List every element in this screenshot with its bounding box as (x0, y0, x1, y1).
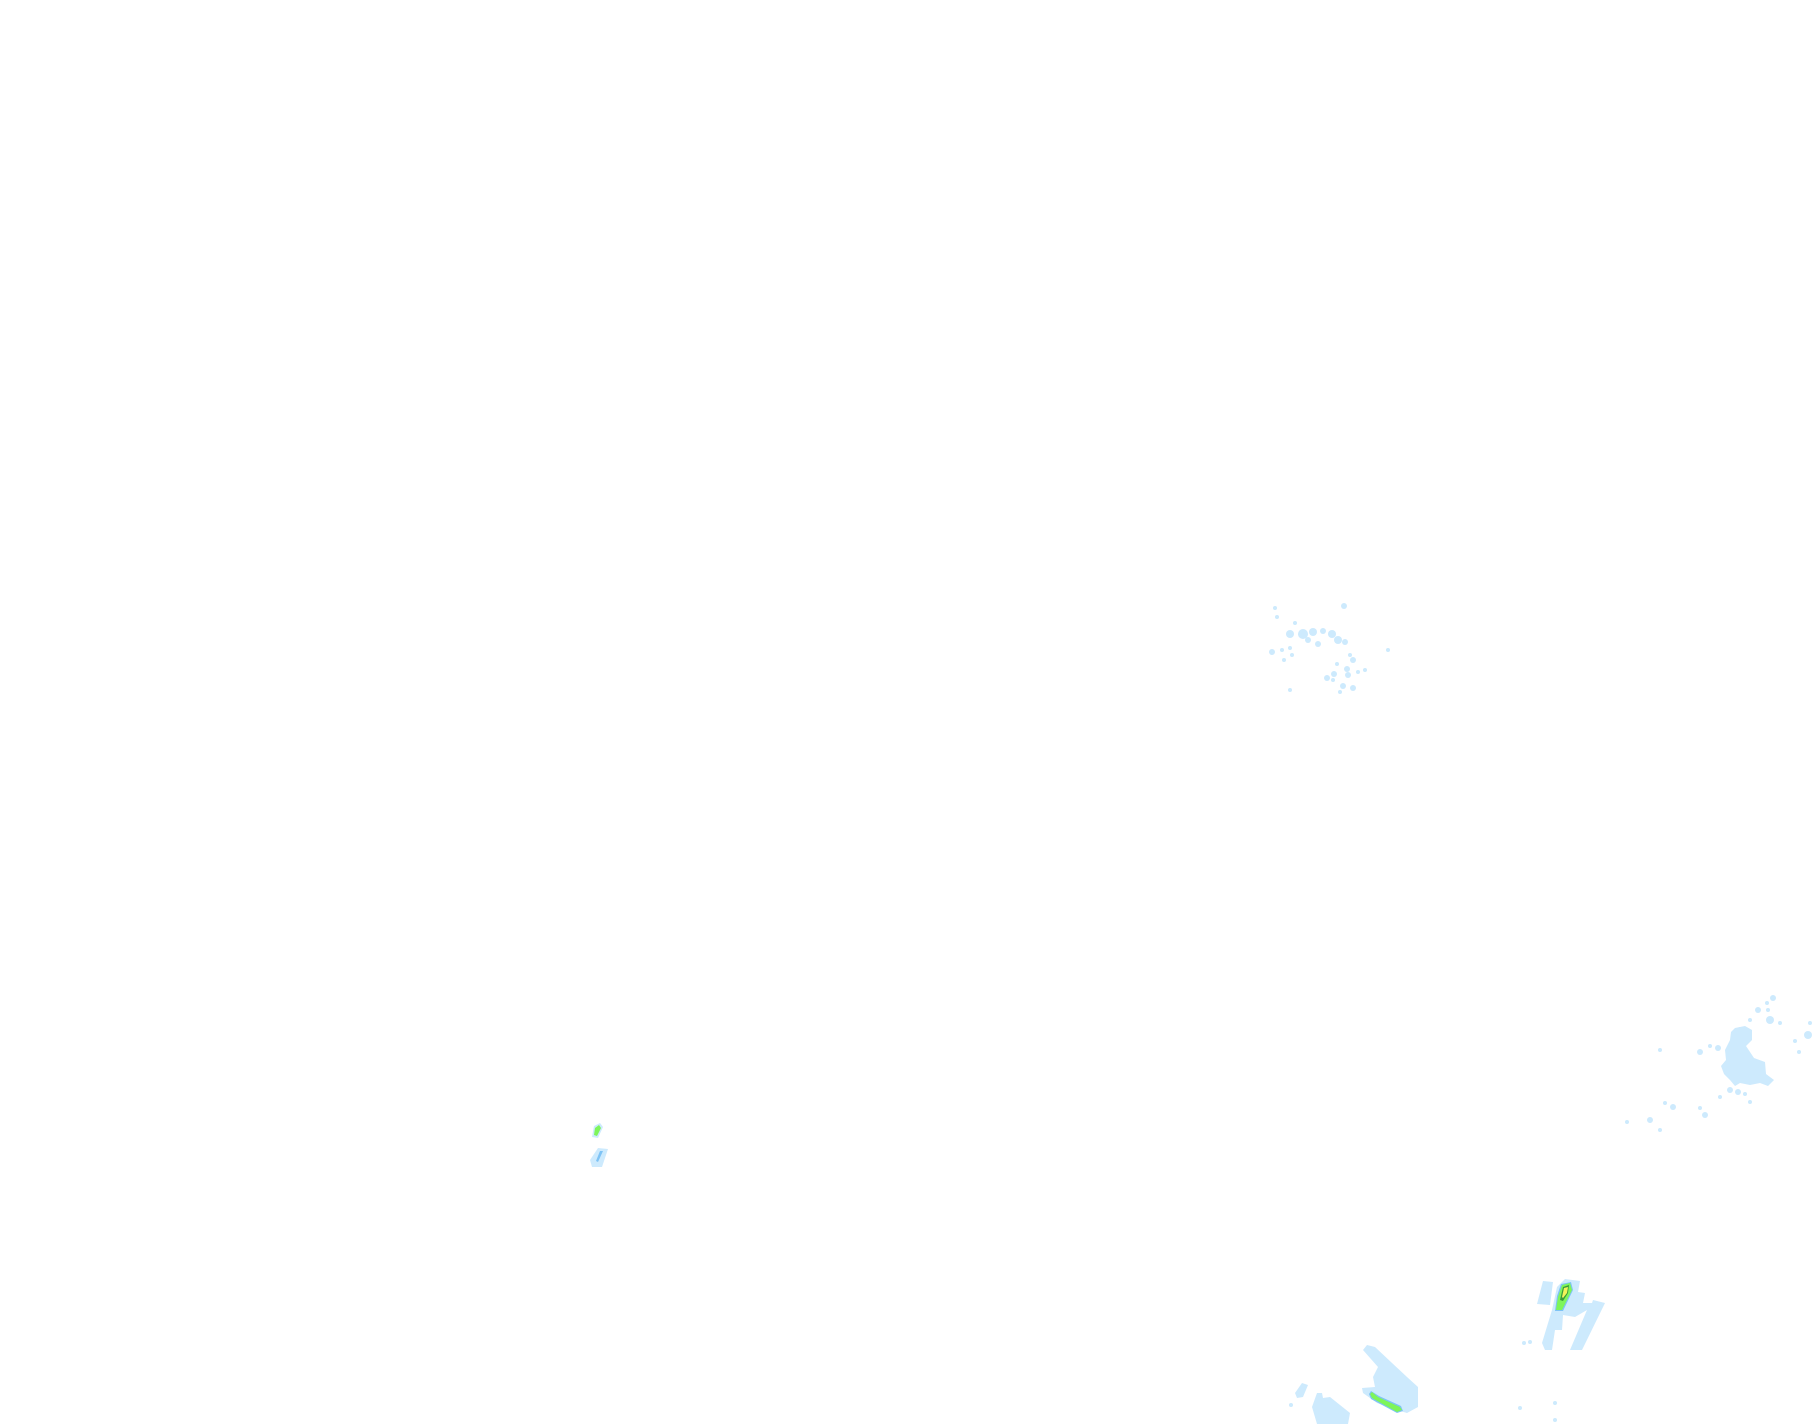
rain-speck (1770, 995, 1776, 1001)
rain-speck (1340, 683, 1346, 689)
rain-speck (1315, 641, 1321, 647)
rain-speck (1328, 630, 1336, 638)
rain-speck (1793, 1039, 1797, 1043)
rain-speck (1528, 1340, 1532, 1344)
rain-speck (1289, 1403, 1293, 1407)
rain-speck (1288, 646, 1292, 650)
rain-speck (1625, 1120, 1629, 1124)
rain-speck (1280, 648, 1284, 652)
rain-cell-intense (1562, 1287, 1568, 1298)
rain-speck (1288, 688, 1292, 692)
rain-speck (1331, 671, 1337, 677)
rain-speck (1553, 1418, 1557, 1422)
rain-speck (1647, 1117, 1653, 1123)
rain-speck (1344, 666, 1350, 672)
rain-speck (1748, 1100, 1752, 1104)
rain-speck (1697, 1049, 1703, 1055)
rain-speck (1766, 1016, 1774, 1024)
rain-cell-light (1295, 1383, 1308, 1398)
rain-speck (1335, 662, 1339, 666)
rain-cell-light (1312, 1393, 1350, 1424)
rain-speck (1275, 615, 1279, 619)
rain-speck (1309, 628, 1317, 636)
rain-speck (1658, 1048, 1662, 1052)
rain-speck (1727, 1087, 1733, 1093)
rain-speck (1708, 1044, 1712, 1048)
rain-speck (1658, 1128, 1662, 1132)
rain-speck (1737, 1027, 1743, 1033)
rain-speck (1522, 1341, 1526, 1345)
rain-speck (1553, 1401, 1557, 1405)
rain-speck (1345, 672, 1351, 678)
rain-speck (1350, 685, 1356, 691)
rain-speck (1765, 1001, 1769, 1005)
precipitation-cells (590, 1026, 1774, 1424)
rain-cell-moderate (596, 1151, 603, 1162)
rain-speck (1290, 653, 1294, 657)
rain-speck (1320, 628, 1326, 634)
rain-speck (1797, 1050, 1801, 1054)
rain-speck (1804, 1031, 1812, 1039)
rain-speck (1808, 1021, 1812, 1025)
rain-speck (1748, 1018, 1752, 1022)
rain-speck (1334, 636, 1342, 644)
rain-cell-heavy (1370, 1392, 1402, 1412)
precipitation-specks (1269, 603, 1812, 1422)
rain-speck (1718, 1095, 1722, 1099)
rain-speck (1341, 603, 1347, 609)
rain-speck (1778, 1021, 1782, 1025)
rain-cell-light (1537, 1281, 1553, 1305)
rain-speck (1324, 675, 1330, 681)
rain-speck (1269, 649, 1275, 655)
rain-speck (1663, 1101, 1667, 1105)
rain-speck (1698, 1106, 1702, 1110)
rain-speck (1766, 1008, 1770, 1012)
rain-cell-heavy (594, 1125, 601, 1136)
rain-speck (1670, 1104, 1676, 1110)
rain-speck (1282, 658, 1286, 662)
rain-speck (1273, 606, 1277, 610)
rain-speck (1305, 637, 1311, 643)
rain-speck (1356, 670, 1360, 674)
rain-speck (1363, 668, 1367, 672)
rain-speck (1286, 630, 1294, 638)
rain-speck (1755, 1007, 1761, 1013)
rain-speck (1342, 639, 1348, 645)
rain-speck (1386, 648, 1390, 652)
rain-speck (1293, 621, 1297, 625)
rain-speck (1350, 657, 1356, 663)
rain-speck (1702, 1112, 1708, 1118)
rain-speck (1331, 678, 1335, 682)
rain-speck (1338, 690, 1342, 694)
rain-speck (1518, 1406, 1522, 1410)
rain-speck (1348, 653, 1352, 657)
rain-speck (1743, 1092, 1747, 1096)
rain-speck (1298, 629, 1308, 639)
rain-speck (1715, 1045, 1721, 1051)
rain-cell-light (1721, 1026, 1774, 1086)
rain-speck (1735, 1089, 1741, 1095)
